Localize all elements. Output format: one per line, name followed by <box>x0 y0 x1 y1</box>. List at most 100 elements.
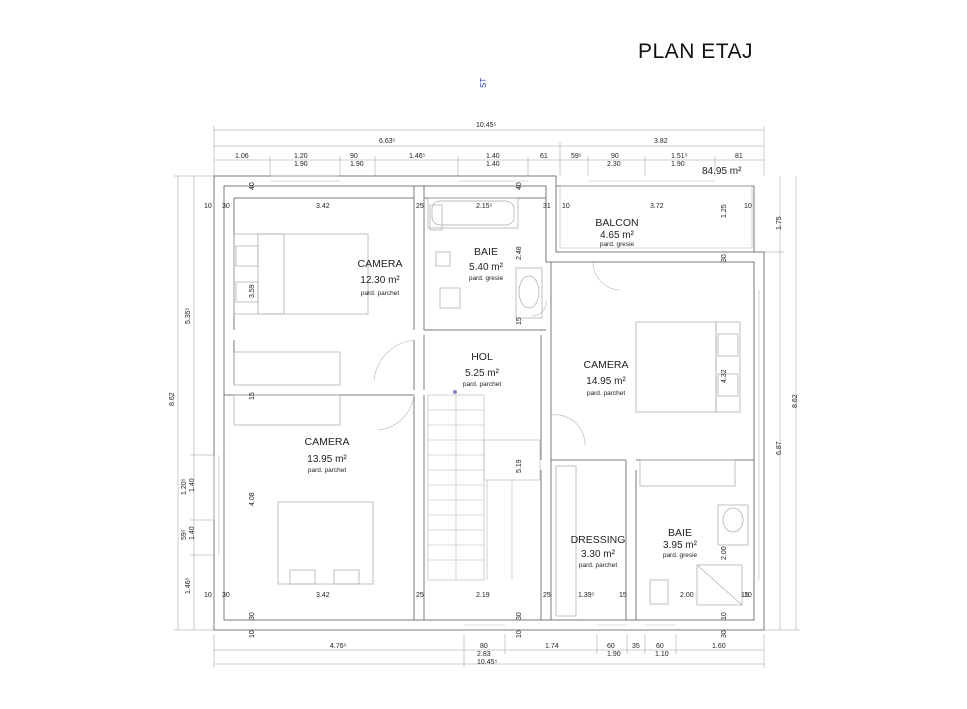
dim-right: 1.75 <box>776 216 783 230</box>
left-dimensions: 8.62 5.35⁵ 1.20⁵ 1.40 59⁵ 1.40 1.46⁵ <box>169 175 214 631</box>
dim-top-sub: 1.40 <box>486 161 500 168</box>
dim-top-sub: 1.90 <box>350 161 364 168</box>
dim-left: 5.35⁵ <box>185 307 192 324</box>
room-floor: pard. parchet <box>463 381 501 388</box>
top-dimensions: 10.45⁵ 6.63⁵ 3.82 1.06 1.20 90 1.46⁵ 1.4… <box>213 122 765 177</box>
dim-bottom-sub: 2.83 <box>477 651 491 658</box>
room-name: BALCON <box>595 217 638 229</box>
dim-top-seg2: 3.82 <box>654 138 668 145</box>
room-name: CAMERA <box>584 359 629 371</box>
dim-inner: 30 <box>222 592 230 599</box>
dim-inner: 10 <box>562 203 570 210</box>
dim-left: 1.20⁵ <box>181 478 188 495</box>
dim-bottom-seg: 80 <box>480 643 488 650</box>
room-floor: pard. parchet <box>587 390 625 397</box>
dim-top-opening: 1.06 <box>235 153 249 160</box>
staircase <box>427 394 541 581</box>
dim-inner: 2.00 <box>721 546 728 560</box>
dim-bottom-seg: 60 <box>656 643 664 650</box>
dim-inner: 15 <box>619 592 627 599</box>
dim-inner: 30 <box>721 630 728 638</box>
room-area: 3.30 m² <box>581 549 616 560</box>
room-area: 4.65 m² <box>600 230 635 241</box>
room-floor: pard. gresie <box>663 552 698 559</box>
dim-inner: 1.25 <box>721 204 728 218</box>
plan-title: PLAN ETAJ <box>638 40 753 63</box>
dim-inner: 15 <box>516 317 523 325</box>
room-name: BAIE <box>668 527 692 539</box>
room-dressing: DRESSING 3.30 m² pard. parchet <box>571 534 626 569</box>
dim-top-opening: 59⁵ <box>571 153 582 160</box>
dim-bottom-sub: 1.90 <box>607 651 621 658</box>
dim-inner: 3.42 <box>316 592 330 599</box>
dim-inner: 15 <box>741 592 749 599</box>
dim-inner: 40 <box>249 182 256 190</box>
room-name: DRESSING <box>571 534 626 546</box>
room-name: HOL <box>471 351 493 363</box>
dim-right: 8.62 <box>792 394 799 408</box>
dim-bottom-seg: 35 <box>632 643 640 650</box>
room-area: 3.95 m² <box>663 540 698 551</box>
dim-top-opening: 61 <box>540 153 548 160</box>
dim-left: 59⁵ <box>181 529 188 540</box>
dim-inner: 3.42 <box>316 203 330 210</box>
dim-inner: 25 <box>416 203 424 210</box>
room-area: 13.95 m² <box>307 454 347 465</box>
dim-inner: 2.48 <box>516 246 523 260</box>
dim-inner: 1.39⁵ <box>578 592 595 599</box>
dim-top-opening: 1.40 <box>486 153 500 160</box>
room-baie-1: BAIE 5.40 m² pard. gresie <box>469 246 504 282</box>
dim-inner: 10 <box>721 612 728 620</box>
dim-top-opening: 81 <box>735 153 743 160</box>
toilet-icon <box>439 287 461 309</box>
bed-icon <box>277 501 374 585</box>
dim-inner: 4.32 <box>721 369 728 383</box>
dim-top-opening: 1.51⁵ <box>671 153 688 160</box>
room-hol: HOL 5.25 m² pard. parchet <box>463 351 501 388</box>
room-baie-2: BAIE 3.95 m² pard. gresie <box>663 527 698 559</box>
room-floor: pard. parchet <box>361 290 399 297</box>
toilet-icon <box>649 579 669 605</box>
room-area: 5.25 m² <box>465 368 500 379</box>
dim-left: 1.40 <box>189 478 196 492</box>
dim-inner: 40 <box>516 182 523 190</box>
dim-top-opening: 1.46⁵ <box>409 153 426 160</box>
room-floor: pard. parchet <box>308 467 346 474</box>
dim-top-sub: 1.90 <box>294 161 308 168</box>
room-camera-3: CAMERA 13.95 m² pard. parchet <box>305 436 350 474</box>
room-labels: CAMERA 12.30 m² pard. parchet BAIE 5.40 … <box>305 217 698 569</box>
room-camera-1: CAMERA 12.30 m² pard. parchet <box>358 258 403 297</box>
room-name: CAMERA <box>305 436 350 448</box>
dim-inner: 3.59 <box>249 284 256 298</box>
dim-top-opening: 90 <box>611 153 619 160</box>
north-label: ST <box>479 78 488 88</box>
dim-top-opening: 1.20 <box>294 153 308 160</box>
bathtub-icon <box>427 197 519 229</box>
dim-inner: 10 <box>744 203 752 210</box>
bed-icon <box>635 321 717 413</box>
dim-bottom-overall: 10.45⁵ <box>477 659 498 666</box>
room-area: 5.40 m² <box>469 262 504 273</box>
room-camera-2: CAMERA 14.95 m² pard. parchet <box>584 359 629 397</box>
dim-inner: 10 <box>204 203 212 210</box>
room-area: 14.95 m² <box>586 376 626 387</box>
room-floor: pard. gresie <box>469 275 504 282</box>
dim-bottom-seg: 1.74 <box>545 643 559 650</box>
dim-bottom-seg: 60 <box>607 643 615 650</box>
sink-icon <box>435 251 451 267</box>
dim-top-opening: 90 <box>350 153 358 160</box>
dim-bottom-seg: 1.60 <box>712 643 726 650</box>
dim-inner: 10 <box>204 592 212 599</box>
dim-inner: 30 <box>721 254 728 262</box>
dim-top-sub: 2.30 <box>607 161 621 168</box>
room-name: BAIE <box>474 246 498 258</box>
dim-inner: 10 <box>249 630 256 638</box>
dim-left: 1.46⁵ <box>185 577 192 594</box>
dim-inner: 10 <box>516 630 523 638</box>
dim-left: 1.40 <box>189 526 196 540</box>
dim-inner: 25 <box>543 592 551 599</box>
dim-inner: 4.08 <box>249 492 256 506</box>
right-dimensions: 1.75 8.62 6.87 <box>764 176 800 631</box>
sink-icon <box>717 504 749 546</box>
